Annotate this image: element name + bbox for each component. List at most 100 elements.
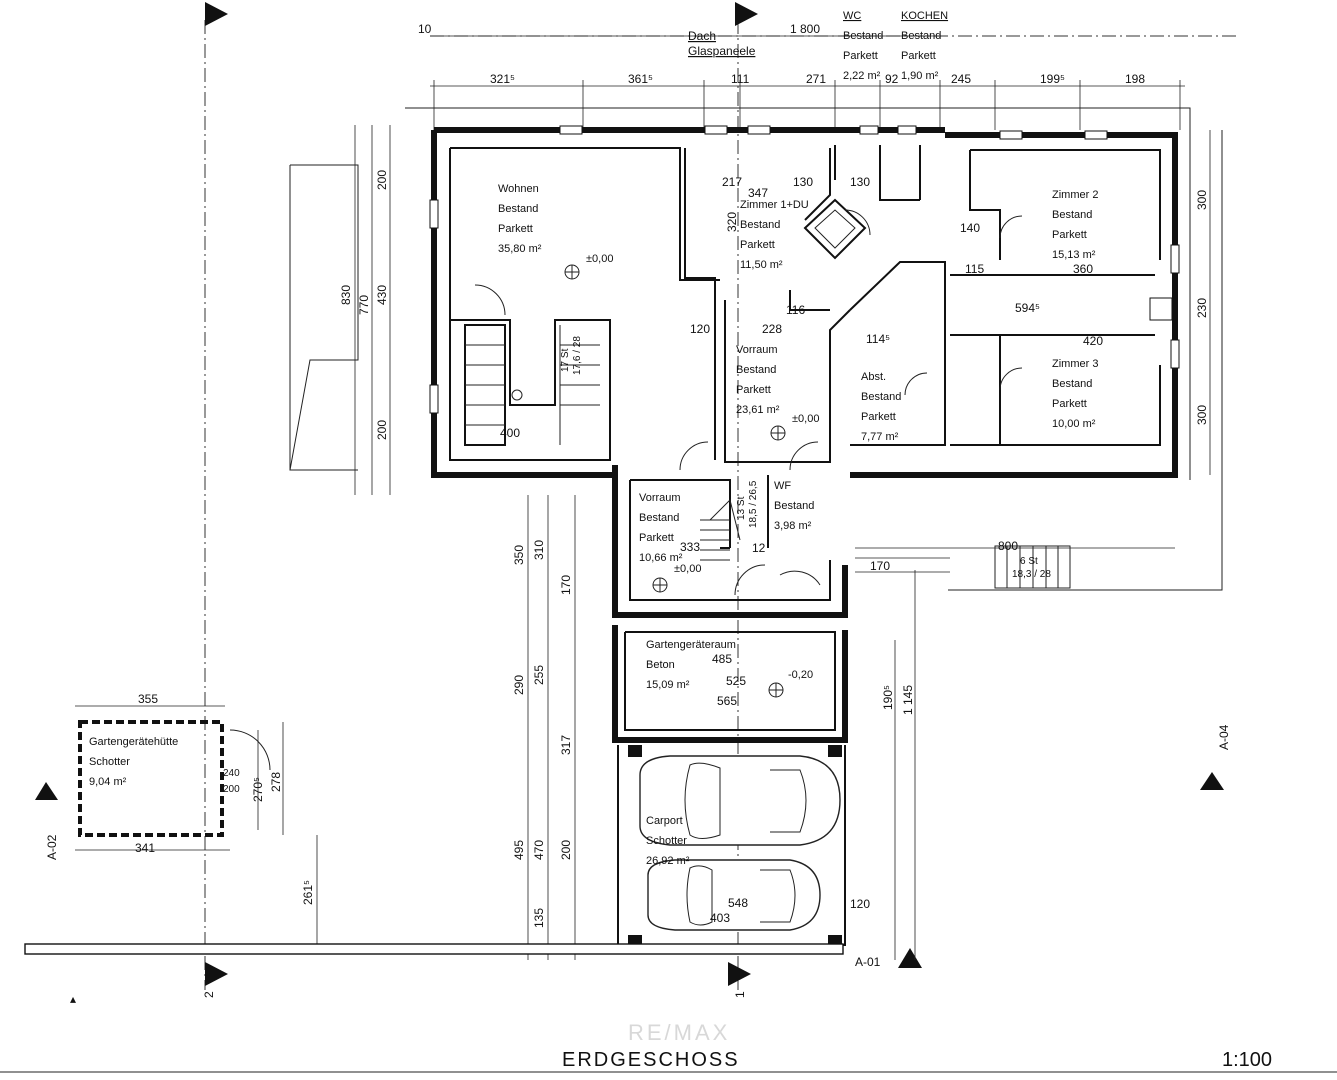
dim-ticks-top [433,80,1181,130]
room-label-zimmer1: Zimmer 1+DU Bestand Parkett 11,50 m² [740,199,809,271]
svg-text:130: 130 [850,175,870,189]
svg-text:278: 278 [269,772,283,792]
porch-outline [289,164,359,471]
svg-text:355: 355 [138,692,158,706]
room-label-abst: Abst. Bestand Parkett 7,77 m² [861,371,901,443]
svg-text:270⁵: 270⁵ [251,777,265,802]
section-arrow-top-1 [735,2,758,26]
room-label-wf: WF Bestand 3,98 m² [774,480,814,532]
room-label-vorraum1: Vorraum Bestand Parkett 23,61 m² [736,344,780,416]
drawing-title: ERDGESCHOSS [562,1049,740,1071]
svg-text:Parkett: Parkett [843,50,878,62]
svg-text:-0,20: -0,20 [788,669,813,681]
svg-text:26,92 m²: 26,92 m² [646,855,690,867]
dim-left-170: 170 [559,575,573,595]
svg-text:Parkett: Parkett [498,223,533,235]
dim-left-350: 350 [512,545,526,565]
stair-note-ratio-3: 18,3 / 28 [1012,569,1051,580]
svg-text:Bestand: Bestand [639,512,679,524]
svg-text:15,13 m²: 15,13 m² [1052,249,1096,261]
site-boundary [0,943,1337,1073]
section-label-a02: A-02 [45,834,59,860]
dim-top-245: 245 [951,72,971,86]
svg-text:217: 217 [722,175,742,189]
room-label-kochen: KOCHEN Bestand Parkett 1,90 m² [901,10,948,82]
dim-top-111: 111 [731,72,750,86]
room-label-wohnen: Wohnen Bestand Parkett 35,80 m² [498,183,542,255]
svg-text:Zimmer 3: Zimmer 3 [1052,358,1098,370]
dim-right-1145: 1 145 [901,685,915,715]
svg-text:120: 120 [850,897,870,911]
carport [617,745,846,947]
stair-note-count-1: 17 St [560,348,571,372]
section-arrow-bottom-2 [205,962,228,986]
svg-text:Bestand: Bestand [736,364,776,376]
dim-top-92: 92 [885,72,899,86]
svg-text:Bestand: Bestand [1052,209,1092,221]
outdoor-steps [855,545,1175,589]
dim-right-300a: 300 [1195,190,1209,210]
dim-top-3215: 321⁵ [490,72,515,86]
dim-top-198: 198 [1125,72,1145,86]
dim-right-1905: 190⁵ [881,685,895,710]
svg-text:116: 116 [786,303,805,317]
svg-text:Gartengerätehütte: Gartengerätehütte [89,736,178,748]
svg-text:Gartengeräteraum: Gartengeräteraum [646,639,736,651]
svg-text:2,22 m²: 2,22 m² [843,70,881,82]
garden-shed-room [612,625,848,743]
svg-text:Schotter: Schotter [646,835,687,847]
section-label-a01: A-01 [855,955,881,969]
svg-text:200: 200 [223,784,240,795]
svg-text:360: 360 [1073,262,1093,276]
section-arrow-a02 [35,782,58,800]
dim-left-310: 310 [532,540,546,560]
svg-text:548: 548 [728,896,748,910]
staircase-wohnen [464,324,600,446]
room-label-vorraum2: Vorraum Bestand Parkett 10,66 m² [639,492,683,564]
svg-text:WF: WF [774,480,791,492]
svg-text:Parkett: Parkett [639,532,674,544]
svg-text:KOCHEN: KOCHEN [901,10,948,22]
svg-text:Bestand: Bestand [843,30,883,42]
entrance-block [612,465,848,618]
svg-text:Vorraum: Vorraum [736,344,778,356]
svg-text:333: 333 [680,540,700,554]
dim-top-1800: 1 800 [790,22,820,36]
dim-left-495: 495 [512,840,526,860]
car-1 [639,755,841,846]
svg-text:Zimmer 1+DU: Zimmer 1+DU [740,199,809,211]
svg-text:341: 341 [135,841,155,855]
svg-text:420: 420 [1083,334,1103,348]
axis-label-2: 2 [202,991,216,998]
room-label-garten: Gartengeräteraum Beton 15,09 m² [646,639,736,691]
door-swings [229,209,1023,771]
dim-left-430: 430 [375,285,389,305]
svg-text:Zimmer 2: Zimmer 2 [1052,189,1098,201]
svg-text:Bestand: Bestand [774,500,814,512]
svg-text:±0,00: ±0,00 [792,413,819,425]
svg-text:11,50 m²: 11,50 m² [740,259,783,271]
stair-note-ratio-1: 17,6 / 28 [572,336,583,375]
watermark: RE/MAX [628,1020,730,1045]
inner-dimensions: 217 347 130 130 320 120 228 116 114⁵ 115… [135,175,1103,925]
svg-text:400: 400 [500,426,520,440]
dim-left-830: 830 [339,285,353,305]
svg-text:Bestand: Bestand [861,391,901,403]
dim-right-2615: 261⁵ [301,880,315,905]
svg-text:800: 800 [998,539,1018,553]
dim-left-135: 135 [532,908,546,928]
svg-text:Wohnen: Wohnen [498,183,539,195]
level-marker-garten: -0,20 [768,669,813,698]
car-2 [647,859,821,931]
north-tick: ▴ [70,992,76,1006]
svg-text:170: 170 [870,559,890,573]
roof-note-line2: Glaspaneele [688,44,756,58]
svg-text:1,90 m²: 1,90 m² [901,70,939,82]
stair-note-count-2: 13 St [736,496,747,520]
section-arrow-bottom-1 [728,962,751,986]
svg-text:594⁵: 594⁵ [1015,301,1040,315]
svg-text:Parkett: Parkett [901,50,936,62]
svg-text:Parkett: Parkett [736,384,771,396]
svg-text:347: 347 [748,186,768,200]
stair-note-count-3: 6 St [1020,556,1038,567]
